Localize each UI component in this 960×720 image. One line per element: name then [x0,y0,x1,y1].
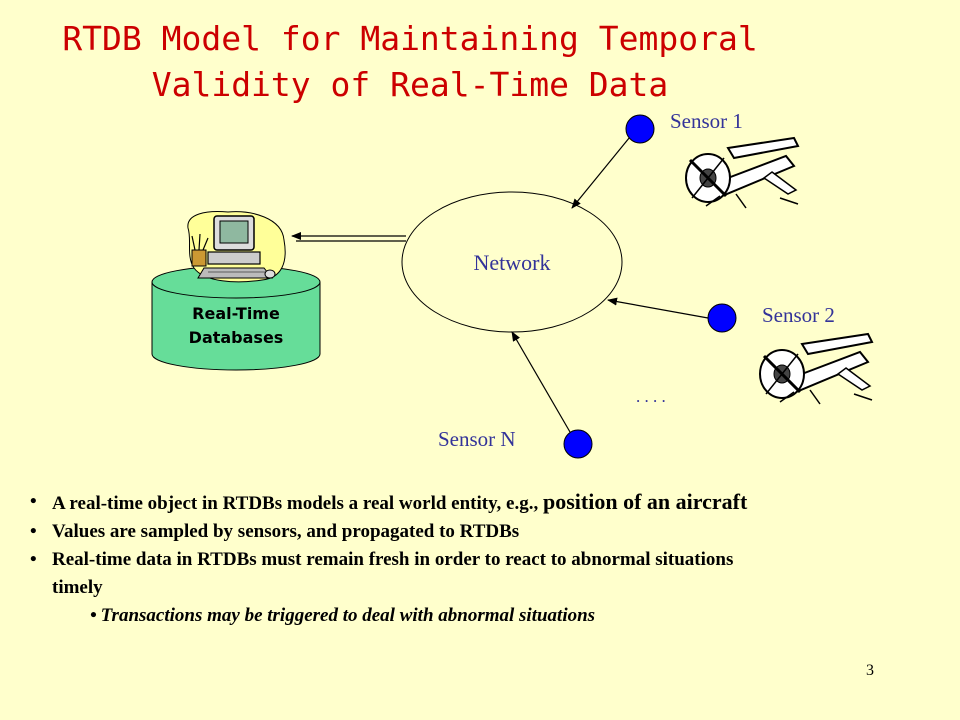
sensor-ellipsis: . . . . [636,387,666,406]
sensor-1-label: Sensor 1 [670,109,743,133]
sensor-1-node [625,114,655,144]
bullet-item: • A real-time object in RTDBs models a r… [28,488,938,518]
bullet-list: • A real-time object in RTDBs models a r… [28,488,938,630]
sensor-2-node [707,303,737,333]
bullet-1-emphasis: position of an aircraft [543,489,748,514]
sub-bullet-text: Transactions may be triggered to deal wi… [100,605,596,626]
sensor-n-label: Sensor N [438,427,516,451]
network-label: Network [474,250,551,275]
bullet-1-text: A real-time object in RTDBs models a rea… [52,493,543,514]
database-label-line-1: Real-Time [192,304,280,323]
bullet-dot: • [30,491,37,512]
network-to-db-link [291,232,406,242]
arrow-sensor-1 [571,131,635,209]
bullet-dot: • [30,521,37,542]
page-number: 3 [866,662,874,679]
airplane-icon [685,136,800,209]
bullet-item: • Real-time data in RTDBs must remain fr… [28,546,938,602]
arrow-sensor-n [511,331,571,433]
bullet-dot: • [30,549,37,570]
title-line-2: Validity of Real-Time Data [151,65,669,104]
bullet-3-text: Real-time data in RTDBs must remain fres… [52,549,734,570]
sensor-2-label: Sensor 2 [762,303,835,327]
bullet-3-continuation: timely [52,577,103,598]
bullet-dot: • [90,605,97,626]
sensor-n-node [563,429,593,459]
airplane-icon [759,332,874,405]
bullet-2-text: Values are sampled by sensors, and propa… [52,521,520,542]
bullet-item: • Values are sampled by sensors, and pro… [28,518,938,546]
arrow-sensor-2 [607,297,709,319]
database-label: Real-Time Databases [152,302,320,350]
sub-bullet-item: •Transactions may be triggered to deal w… [28,602,938,630]
computer-icon [187,211,286,283]
database-label-line-2: Databases [188,328,284,347]
page-title: RTDB Model for Maintaining Temporal Vali… [40,16,780,108]
title-line-1: RTDB Model for Maintaining Temporal [62,19,758,58]
